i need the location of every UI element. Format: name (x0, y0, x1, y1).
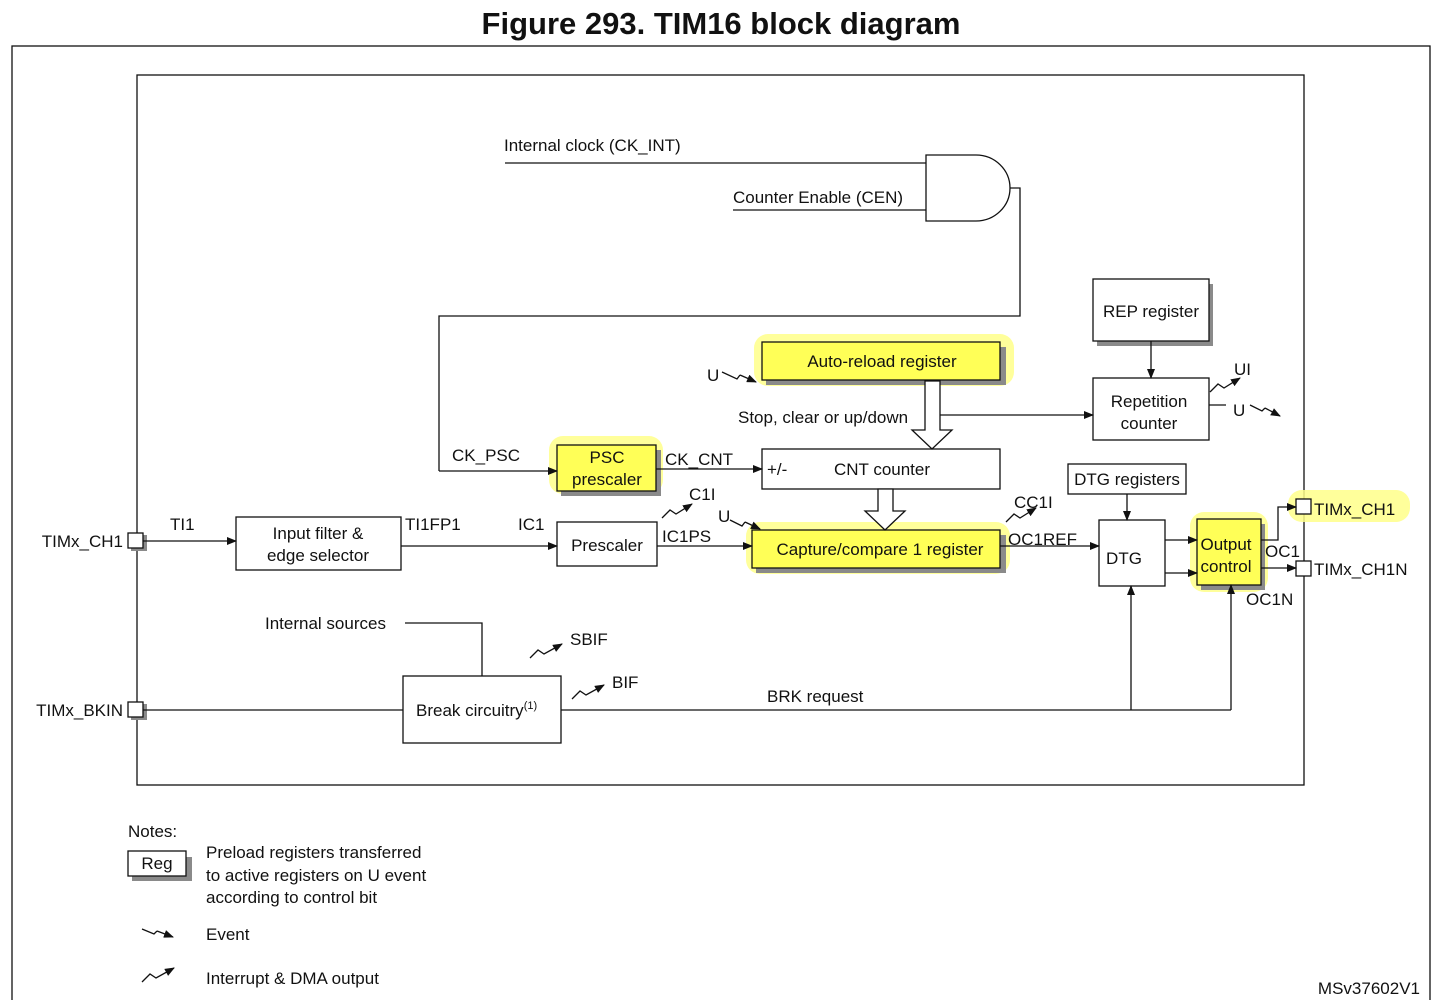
reg-desc-line-2: to active registers on U event (206, 866, 426, 885)
interrupt-icon (1209, 377, 1241, 393)
prescaler-box (556, 521, 658, 567)
interrupt-icon (529, 643, 563, 659)
block-shadows (131, 284, 1265, 881)
ti1-label: TI1 (170, 515, 195, 534)
psc-label-2: prescaler (572, 470, 642, 489)
oc1-label: OC1 (1265, 542, 1300, 561)
ti1fp1-label: TI1FP1 (405, 515, 461, 534)
pin-timx-bkin (127, 701, 144, 718)
pin-timx-ch1-in (127, 532, 144, 549)
pin-timx-ch1-in-label: TIMx_CH1 (42, 532, 123, 551)
break-circuitry-box (402, 675, 562, 744)
dtg-registers-label: DTG registers (1074, 470, 1180, 489)
sbif-label: SBIF (570, 630, 608, 649)
input-filter-box (235, 516, 402, 571)
reg-legend-label: Reg (141, 854, 172, 873)
auto-reload-label: Auto-reload register (807, 352, 957, 371)
interrupt-legend-icon (141, 967, 175, 983)
capture-compare-label: Capture/compare 1 register (777, 540, 984, 559)
internal-clock-label: Internal clock (CK_INT) (504, 136, 681, 155)
pin-timx-ch1-out-label: TIMx_CH1 (1314, 500, 1395, 519)
pin-timx-ch1-out (1295, 498, 1312, 515)
event-legend-label: Event (206, 925, 250, 944)
input-filter-label-2: edge selector (267, 546, 369, 565)
arr-to-cnt-transfer-arrow (910, 380, 954, 450)
dtg-label: DTG (1106, 549, 1142, 568)
stop-clear-label: Stop, clear or up/down (738, 408, 908, 427)
output-control-label: Output (1200, 535, 1251, 554)
event-icon (1249, 404, 1281, 417)
reg-legend-box (127, 850, 187, 877)
rep-register-box (1092, 278, 1210, 342)
reg-desc-line-1: Preload registers transferred (206, 843, 421, 862)
interrupt-legend-label: Interrupt & DMA output (206, 969, 379, 988)
brk-request-label: BRK request (767, 687, 864, 706)
bif-label: BIF (612, 673, 638, 692)
cnt-to-cc-transfer-arrow (863, 488, 907, 531)
pin-timx-bkin-label: TIMx_BKIN (36, 701, 123, 720)
dtg-registers-box (1067, 463, 1187, 495)
pin-timx-ch1n-label: TIMx_CH1N (1314, 560, 1408, 579)
and-gate (925, 154, 1011, 222)
output-control-label-2: control (1200, 557, 1251, 576)
figure-title: Figure 293. TIM16 block diagram (481, 6, 961, 41)
u-cc-label: U (718, 507, 730, 526)
u-rep-label: U (1233, 401, 1245, 420)
input-filter-label: Input filter & (273, 524, 364, 543)
oc1n-label: OC1N (1246, 590, 1293, 609)
repetition-counter-label: Repetition (1111, 392, 1188, 411)
break-circuitry-label: Break circuitry(1) (416, 700, 537, 720)
output-control-box (1196, 518, 1262, 586)
capture-compare-box (751, 529, 1001, 569)
break-footnote: (1) (524, 700, 537, 712)
u-arr-label: U (707, 366, 719, 385)
interrupt-icon (661, 503, 693, 519)
event-icon (729, 519, 761, 530)
event-icon (721, 371, 757, 383)
event-legend-icon (141, 928, 174, 938)
repetition-counter-label-2: counter (1121, 414, 1178, 433)
cnt-sign-label: +/- (767, 460, 787, 479)
c1i-label: C1I (689, 485, 715, 504)
timer-boundary (136, 74, 1305, 786)
internal-sources-label: Internal sources (265, 614, 386, 633)
pin-timx-ch1n (1295, 560, 1312, 577)
rep-register-label: REP register (1103, 302, 1199, 321)
interrupt-icon (1005, 507, 1037, 523)
psc-label: PSC (590, 448, 625, 467)
counter-enable-label: Counter Enable (CEN) (733, 188, 903, 207)
auto-reload-box (761, 341, 1001, 381)
ic1-label: IC1 (518, 515, 544, 534)
interrupt-icon (571, 684, 605, 700)
cc1i-label: CC1I (1014, 493, 1053, 512)
prescaler-label: Prescaler (571, 536, 643, 555)
ic1ps-label: IC1PS (662, 527, 711, 546)
cnt-counter-label: CNT counter (834, 460, 930, 479)
oc1ref-label: OC1REF (1008, 530, 1077, 549)
outer-frame (11, 45, 1431, 1000)
figure-id: MSv37602V1 (1318, 979, 1420, 998)
reg-desc-line-3: according to control bit (206, 888, 377, 907)
cnt-counter-box (761, 448, 1001, 490)
break-circuitry-text: Break circuitry (416, 701, 524, 720)
ck-cnt-label: CK_CNT (665, 450, 733, 469)
dtg-box (1098, 519, 1166, 587)
psc-prescaler-box (556, 444, 657, 492)
ck-psc-label: CK_PSC (452, 446, 520, 465)
notes-heading: Notes: (128, 822, 177, 841)
ui-label: UI (1234, 360, 1251, 379)
